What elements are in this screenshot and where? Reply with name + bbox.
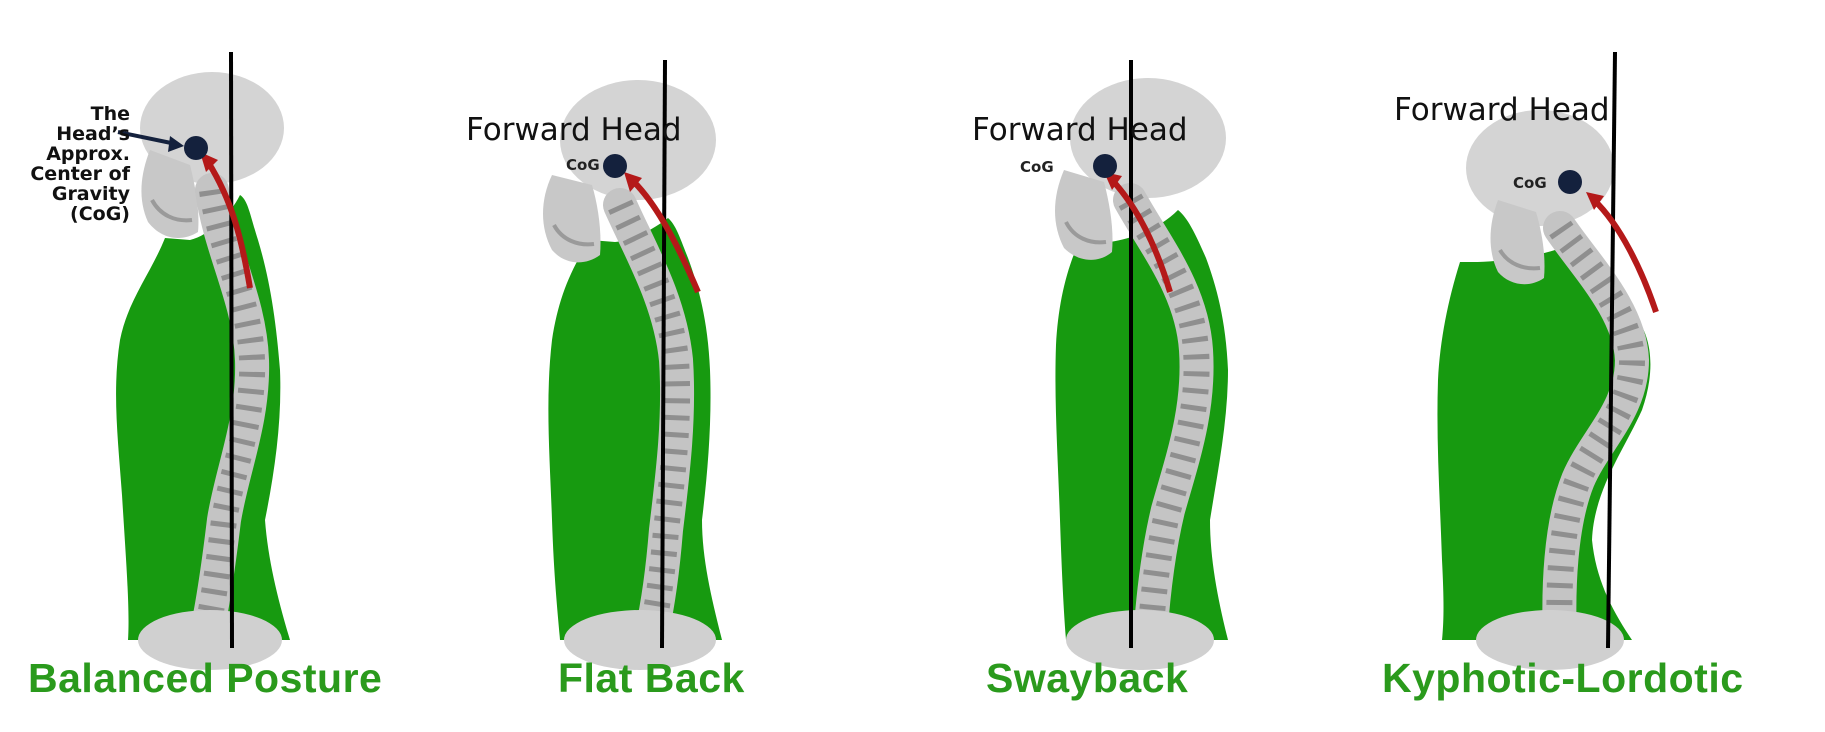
neck-arrow — [1109, 177, 1173, 293]
plumb-line — [229, 51, 234, 649]
cog-note-line: Center of — [30, 163, 130, 185]
cog-pointer-head — [168, 136, 184, 152]
cog-note-line: (CoG) — [70, 203, 130, 225]
figure-illustration — [543, 59, 722, 670]
arrow-head — [200, 152, 218, 172]
figure-illustration — [1437, 51, 1659, 670]
figure-swayback: Forward Head CoG Swayback — [960, 0, 1280, 732]
face — [1490, 200, 1545, 285]
cog-pointer-arrow — [117, 130, 177, 146]
cog-dot — [184, 136, 208, 160]
cog-note-line: The Head’s — [56, 103, 130, 145]
body-silhouette — [1437, 110, 1651, 670]
cog-dot — [603, 154, 627, 178]
caption-swayback: Swayback — [986, 655, 1189, 701]
face — [1055, 170, 1113, 260]
cog-dot — [1093, 154, 1117, 178]
cog-note-line: Gravity — [51, 183, 130, 205]
figure-flat-back: Forward Head CoG Flat Back — [440, 0, 760, 732]
figure-kyphotic-lordotic: Forward Head CoG Kyphotic-Lordotic — [1380, 0, 1825, 732]
jaw-shadow — [1498, 248, 1541, 271]
pelvis — [564, 610, 716, 670]
head-label: Forward Head — [466, 112, 682, 148]
head-label: Forward Head — [972, 112, 1188, 148]
jaw-shadow — [150, 198, 193, 223]
spine — [1113, 183, 1214, 657]
plumb-line — [1606, 51, 1617, 649]
neck-arrow — [629, 177, 701, 294]
head-label: Forward Head — [1394, 92, 1610, 128]
arrow-head — [624, 172, 642, 192]
pelvis — [1066, 610, 1214, 670]
cog-label: CoG — [1020, 158, 1054, 176]
figure-balanced-posture: The Head’s Approx. Center of Gravity (Co… — [0, 0, 420, 732]
caption-flat-back: Flat Back — [558, 655, 745, 701]
cog-label: CoG — [566, 156, 600, 174]
pelvis — [1476, 610, 1624, 670]
caption-balanced-posture: Balanced Posture — [28, 655, 383, 701]
body-silhouette — [1055, 78, 1228, 670]
cog-label: CoG — [1513, 174, 1547, 192]
cog-note: The Head’s Approx. Center of Gravity (Co… — [12, 104, 130, 224]
face — [141, 150, 199, 238]
spine-segments — [608, 199, 691, 644]
caption-kyphotic-lordotic: Kyphotic-Lordotic — [1382, 655, 1744, 701]
figure-illustration — [1055, 60, 1228, 670]
arrow-head — [1586, 192, 1604, 210]
cog-dot — [1558, 170, 1582, 194]
jaw-shadow — [552, 223, 595, 247]
body-silhouette — [543, 80, 722, 670]
figure-illustration — [116, 51, 290, 670]
face — [543, 175, 601, 263]
skull — [560, 80, 716, 200]
skull — [1466, 110, 1614, 226]
neck-arrow — [1591, 197, 1659, 313]
pelvis — [138, 610, 282, 670]
plumb-line — [660, 59, 667, 649]
torso-green — [1437, 250, 1651, 640]
cog-note-line: Approx. — [46, 143, 130, 165]
jaw-shadow — [1064, 221, 1107, 245]
skull — [140, 72, 284, 184]
neck-arrow — [205, 160, 253, 289]
